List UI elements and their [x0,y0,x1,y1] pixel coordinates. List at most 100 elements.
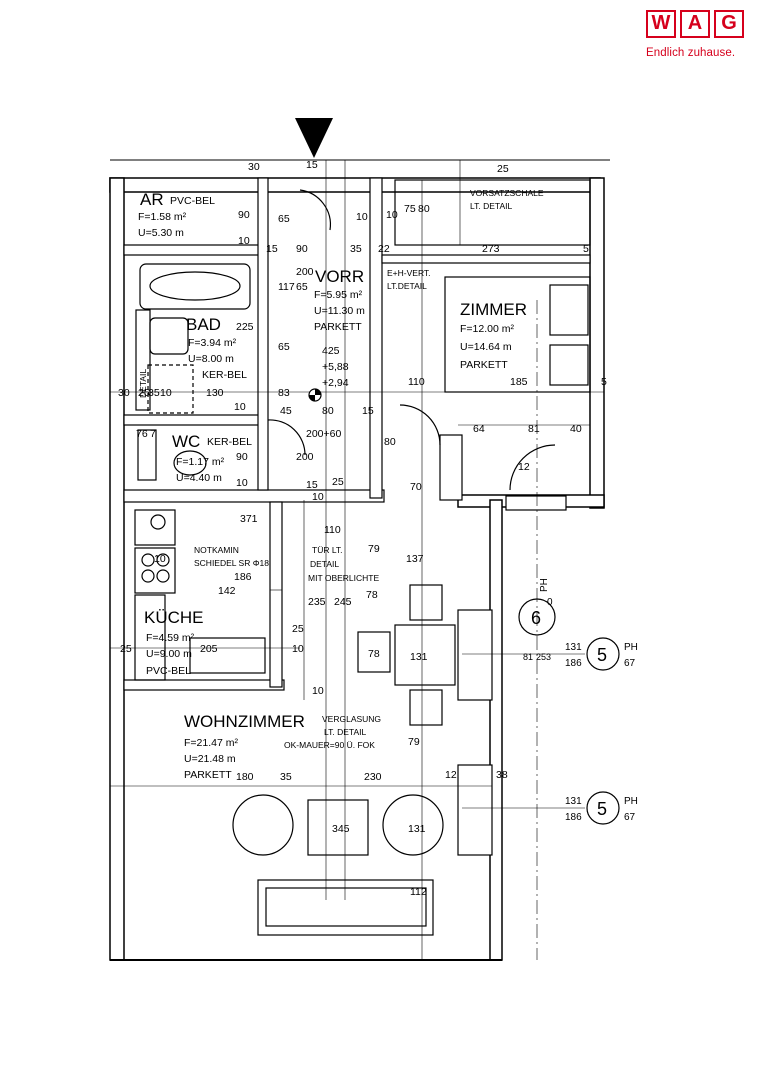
dim-label: 131 [410,651,428,663]
dim-label: 245 [334,596,352,608]
dim-label: 12 [445,769,457,781]
dim-label: 79 [408,736,420,748]
room-kueche-name: KÜCHE [144,608,204,627]
dim-label: 10 [312,685,324,697]
section-6-sub: 0 [547,597,553,608]
dim-label: 425 [322,345,340,357]
logo-tagline: Endlich zuhause. [646,47,736,59]
dim-label: 65 [296,281,308,293]
room-kueche-perimeter: U=9.00 m [146,648,192,660]
dim-label: 83 [278,387,290,399]
room-wohnzimmer-name: WOHNZIMMER [184,712,305,731]
section-marker-6 [518,598,556,636]
dining-chair-1 [409,584,443,621]
dim-label: 15 [362,405,374,417]
window-east-2 [457,764,493,856]
dim-label: 45 [280,405,292,417]
note-tuer-3: MIT OBERLICHTE [308,573,379,583]
wall-east-upper [589,177,605,509]
wall-kueche-east [269,501,283,688]
note-tuer-1: TÜR LT. [312,545,343,555]
dim-label: 25 [138,387,150,399]
note-eh-vert-1: E+H-VERT. [387,268,431,278]
dim-label: 35 [280,771,292,783]
door-arc-wc [267,419,306,456]
dim-label: 235 [308,596,326,608]
dim-label: 273 [482,243,500,255]
room-bad-floor: KER-BEL [202,369,247,381]
dim-label: 7 [150,428,156,440]
window-zimmer-south [505,495,567,511]
dim-label: 80 [418,203,430,215]
room-zimmer-floor: PARKETT [460,359,508,371]
pillow-1 [549,284,589,336]
wall-vorsatzschale [381,254,591,264]
dim-label: 112 [410,886,427,898]
room-vorr-perimeter: U=11.30 m [314,305,365,317]
section-5a-number: 5 [597,645,607,665]
vorsatzschale-area [394,179,591,246]
section-5b-number: 5 [597,799,607,819]
room-vorr-name: VORR [315,267,364,286]
room-vorr-area: F=5.95 m² [314,289,363,301]
dim-label: 10 [312,491,324,503]
dim-label: 30 [248,161,260,173]
wc-toilet [173,450,207,476]
dim-label: 80 [322,405,334,417]
dim-label: 90 [236,451,248,463]
dim-label: 81 [528,423,540,435]
sofa [257,879,434,936]
dim-label: 205 [200,643,218,655]
section-5a-bottom: 186 [565,658,582,669]
room-zimmer-perimeter: U=14.64 m [460,341,512,353]
dim-label: 64 [473,423,485,435]
room-zimmer-name: ZIMMER [460,300,527,319]
dim-label: 25 [292,623,304,635]
note-vorsatzschale-1: VORSATZSCHALE [470,188,544,198]
section-5b-bottom: 186 [565,812,582,823]
dim-label: 200+60 [306,428,341,440]
room-ar-floor: PVC-BEL [170,195,215,207]
wall-wet-core [257,177,269,491]
dim-label: 40 [570,423,582,435]
dim-label: 200 [296,266,314,278]
chimney-flue-icon [150,514,166,530]
dim-label: 12 [518,461,530,473]
note-verglasung-2: LT. DETAIL [324,727,366,737]
washer-space [147,364,194,414]
armchair-1 [232,794,294,856]
note-tuer-2: DETAIL [310,559,339,569]
dim-label: 185 [510,376,528,388]
dim-label: 35 [350,243,362,255]
wall-west [109,177,125,961]
room-ar-area: F=1.58 m² [138,211,187,223]
section-5a-sub: 67 [624,658,636,669]
logo-letter-a: A [680,10,710,38]
dim-label: 10 [238,235,250,247]
room-kueche-floor: PVC-BEL [146,665,191,677]
window-dim-2: 253 [536,652,551,662]
room-vorr-floor: PARKETT [314,321,362,333]
dim-label: 38 [496,769,508,781]
section-marker-5a [586,637,620,671]
dim-label: 5 [583,243,589,255]
door-arc-ar [299,189,331,231]
dim-label: 25 [497,163,509,175]
dim-label: 90 [296,243,308,255]
dining-table [394,624,456,686]
dim-label: 65 [278,341,290,353]
bad-detail-note: DETAIL [138,369,148,398]
wall-vorr-zimmer [369,177,383,499]
note-verglasung-3: OK-MAUER=90 Ü. FOK [284,740,375,750]
dim-label: 142 [218,585,236,597]
dim-label: 137 [406,553,424,565]
dim-label: 79 [368,543,380,555]
room-wohnzimmer-perimeter: U=21.48 m [184,753,236,765]
dim-label: 70 [410,481,422,493]
dining-chair-3 [357,631,391,673]
section-5b-sub: 67 [624,812,636,823]
wc-cistern [137,429,157,481]
kitchen-sink [189,637,266,674]
dim-label: 10 [234,401,246,413]
stove [134,547,176,594]
